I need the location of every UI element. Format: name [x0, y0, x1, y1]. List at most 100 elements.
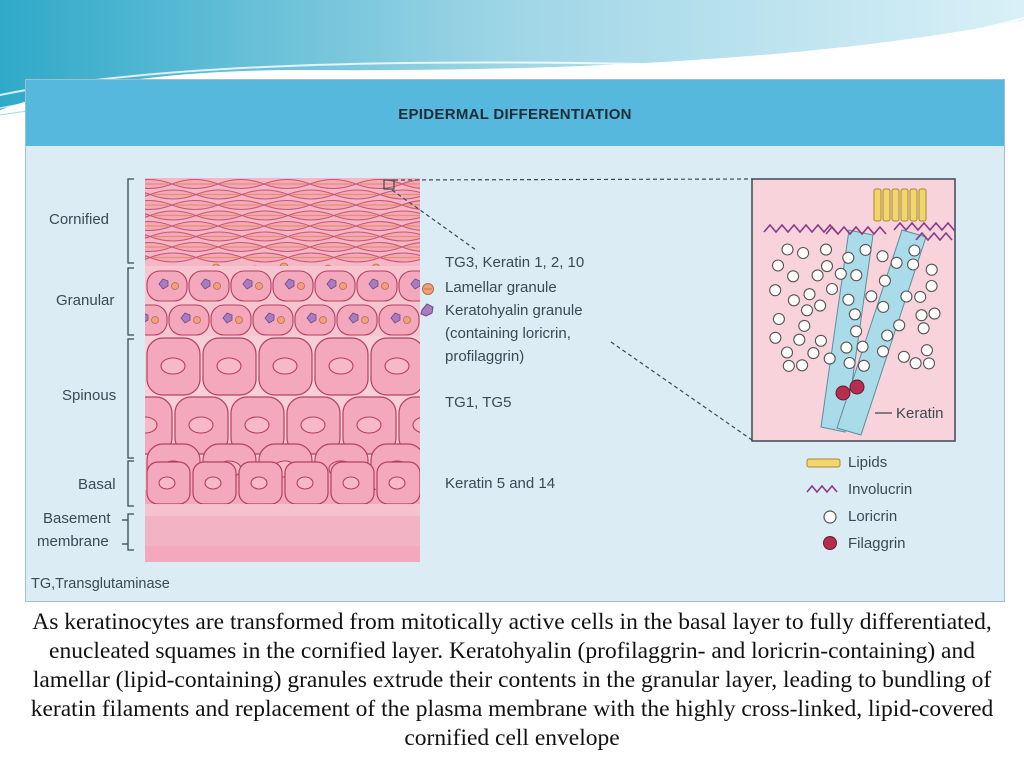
- inset-keratin-label: Keratin: [896, 405, 944, 422]
- nucleus: [160, 357, 186, 375]
- loricrin-dot: [857, 359, 870, 372]
- keratohyalin: [390, 312, 401, 324]
- loricrin-dot: [881, 329, 894, 342]
- loricrin-dot: [842, 251, 855, 264]
- filaggrin-icon: [823, 536, 837, 550]
- loricrin-dot: [914, 290, 927, 303]
- lamellar: [213, 282, 221, 290]
- loricrin-dot: [909, 357, 922, 370]
- loricrin-dot: [850, 325, 863, 338]
- nucleus: [342, 476, 360, 490]
- lamellar: [277, 316, 285, 324]
- epidermis-illustration: [122, 178, 956, 562]
- loricrin-dot: [925, 279, 938, 293]
- granular-cell: [398, 270, 420, 302]
- squame: [145, 192, 152, 197]
- nucleus: [244, 416, 270, 434]
- loricrin-icon: [823, 510, 837, 524]
- label-basement-2: membrane: [37, 533, 109, 550]
- loricrin-dot: [856, 340, 869, 353]
- granular-cells: [145, 270, 442, 336]
- loricrin-dot: [787, 270, 800, 283]
- lamellar: [235, 316, 243, 324]
- envelope-inset: [751, 178, 956, 442]
- lamellar: [171, 282, 179, 290]
- lipid-bars: [873, 188, 927, 222]
- layer-brackets: [122, 178, 134, 551]
- loricrin-dots: [769, 243, 941, 372]
- nucleus: [300, 416, 326, 434]
- loricrin-dot: [843, 356, 856, 370]
- legend-loricrin: Loricrin: [848, 508, 898, 525]
- loricrin-dot: [798, 319, 811, 332]
- loricrin-dot: [819, 243, 833, 256]
- involucrin-chain: [915, 231, 953, 242]
- loricrin-dot: [771, 259, 785, 272]
- legend-filaggrin: Filaggrin: [848, 535, 906, 552]
- loricrin-dot: [915, 309, 928, 322]
- lipid-bar: [909, 188, 918, 222]
- nucleus: [272, 357, 298, 375]
- loricrin-dot: [876, 250, 889, 263]
- loricrin-dot: [803, 288, 816, 301]
- loricrin-dot: [769, 284, 782, 297]
- lipid-bar: [882, 188, 891, 222]
- loricrin-dot: [820, 260, 834, 273]
- loricrin-dot: [769, 331, 782, 344]
- annotation-keratohyalin-2: (containing loricrin,: [445, 325, 571, 342]
- loricrin-dot: [842, 293, 855, 306]
- keratohyalin: [368, 278, 379, 290]
- annotation-tg1: TG1, TG5: [445, 394, 512, 411]
- figure-header: EPIDERMAL DIFFERENTIATION: [26, 80, 1004, 146]
- loricrin-dot: [897, 350, 910, 363]
- loricrin-dot: [922, 357, 936, 370]
- loricrin-dot: [878, 274, 891, 287]
- caption: As keratinocytes are transformed from mi…: [30, 609, 994, 751]
- label-cornified: Cornified: [49, 211, 110, 228]
- nucleus: [145, 416, 158, 434]
- spinous-cell: [427, 338, 480, 395]
- filaggrin-dot: [835, 385, 851, 401]
- lamellar: [403, 316, 411, 324]
- keratohyalin: [222, 312, 233, 324]
- loricrin-dot: [797, 246, 810, 260]
- legend-lipids: Lipids: [848, 454, 888, 471]
- annotation-keratohyalin-1: Keratohyalin granule: [445, 302, 583, 319]
- keratohyalin: [200, 278, 211, 290]
- nucleus: [388, 476, 406, 490]
- label-granular: Granular: [56, 292, 115, 309]
- lipid-bar: [873, 188, 882, 222]
- nucleus: [412, 417, 420, 433]
- lipid-bar: [900, 188, 909, 222]
- loricrin-dot: [877, 300, 890, 313]
- loricrin-dot: [917, 322, 930, 335]
- keratohyalin: [433, 313, 442, 323]
- figure-title: EPIDERMAL DIFFERENTIATION: [398, 106, 632, 123]
- loricrin-dot: [859, 243, 872, 256]
- involucrin-chain: [763, 223, 837, 234]
- lamellar: [361, 316, 369, 324]
- keratohyalin: [284, 278, 295, 290]
- basal-cells: [146, 461, 420, 505]
- callout-lines: [391, 178, 753, 441]
- nucleus: [328, 357, 354, 375]
- involucrin-chains: [763, 221, 955, 242]
- loricrin-dot: [787, 294, 800, 307]
- keratohyalin: [180, 312, 191, 324]
- annotation-keratin514: Keratin 5 and 14: [445, 475, 556, 492]
- spinous-cell: [145, 396, 173, 455]
- loricrin-dot: [893, 319, 906, 332]
- loricrin-dot: [811, 269, 824, 282]
- lamellar: [193, 316, 201, 324]
- loricrin-dot: [850, 269, 863, 282]
- keratohyalin: [264, 312, 275, 324]
- loricrin-dot: [928, 307, 941, 320]
- lipid-bar: [918, 188, 927, 222]
- loricrin-dot: [908, 244, 921, 257]
- lamellar: [151, 316, 159, 324]
- loricrin-dot: [907, 258, 920, 271]
- loricrin-dot: [814, 299, 827, 312]
- tissue-block: [145, 178, 480, 562]
- legend-involucrin: Involucrin: [848, 481, 913, 498]
- lamellar: [319, 316, 327, 324]
